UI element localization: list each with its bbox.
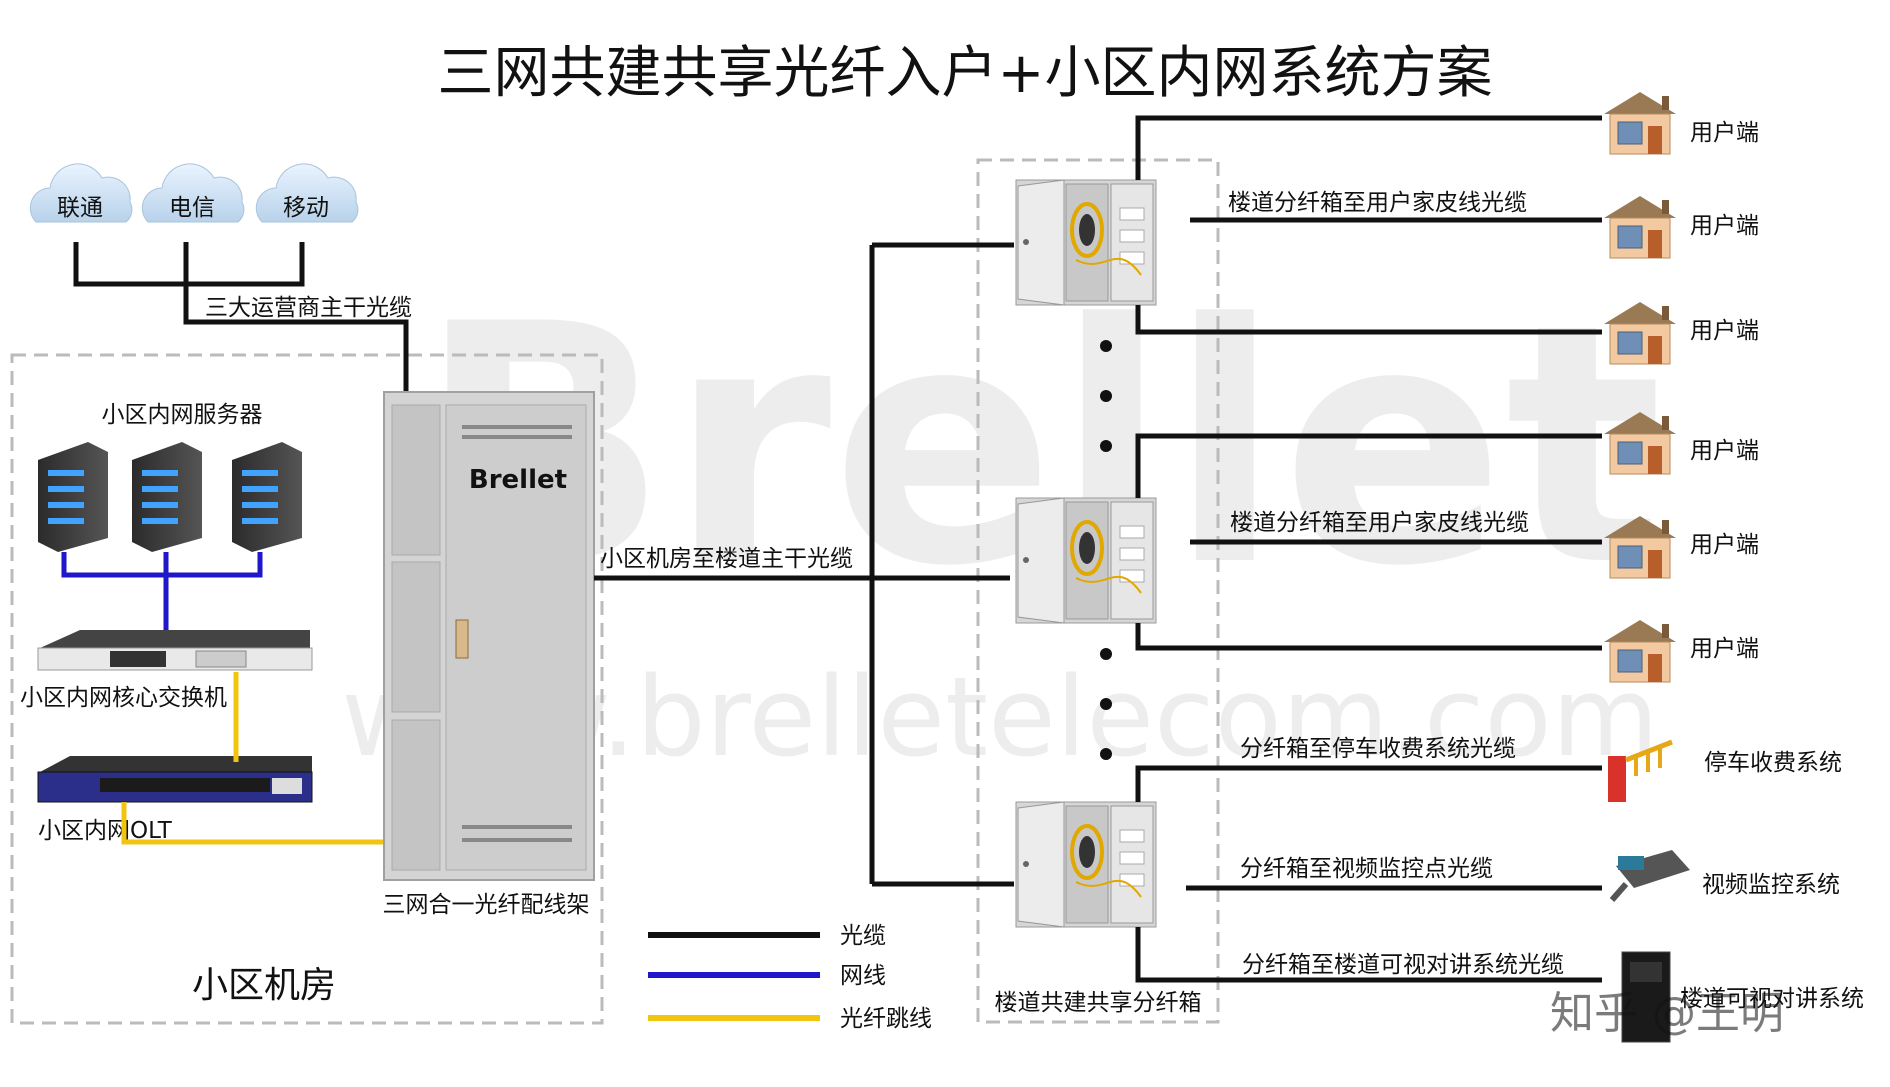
server-1 xyxy=(38,442,108,552)
trunk-cable-label: 三大运营商主干光缆 xyxy=(205,295,412,321)
drop-cable-label-2: 楼道分纤箱至用户家皮线光缆 xyxy=(1230,510,1529,536)
video-system-label: 视频监控系统 xyxy=(1702,872,1840,898)
splitter-box-3 xyxy=(1014,800,1158,929)
operator-label: 移动 xyxy=(283,195,329,221)
user-endpoint-2: 用户端 xyxy=(1603,195,1759,259)
server-2 xyxy=(132,442,202,552)
server-ethernet-links xyxy=(61,552,263,645)
parking-system-label: 停车收费系统 xyxy=(1704,750,1842,776)
user-endpoint-3: 用户端 xyxy=(1603,301,1759,365)
operator-label: 电信 xyxy=(169,195,215,221)
user-endpoint-4: 用户端 xyxy=(1603,411,1759,475)
user-label: 用户端 xyxy=(1690,532,1759,558)
page-title: 三网共建共享光纤入户+小区内网系统方案 xyxy=(438,41,1493,106)
operator-trunk-cables xyxy=(73,242,409,392)
intercom-cable-label: 分纤箱至楼道可视对讲系统光缆 xyxy=(1242,952,1564,978)
odf-label: 三网合一光纤配线架 xyxy=(383,892,590,918)
user-endpoint-5: 用户端 xyxy=(1603,515,1759,579)
legend-fiber-label: 光缆 xyxy=(840,923,886,949)
operator-cloud-unicom: 联通 xyxy=(29,163,133,223)
parking-cable-label: 分纤箱至停车收费系统光缆 xyxy=(1240,736,1516,762)
splitter-box-1 xyxy=(1014,178,1158,307)
machine-room-label: 小区机房 xyxy=(192,965,336,1006)
operator-label: 联通 xyxy=(57,195,103,221)
splitter-box-2 xyxy=(1014,496,1158,625)
splitter-box-label: 楼道共建共享分纤箱 xyxy=(995,990,1202,1016)
intercom-system-label: 楼道可视对讲系统 xyxy=(1680,986,1864,1012)
olt-device xyxy=(37,756,313,803)
user-label: 用户端 xyxy=(1690,213,1759,239)
server-3 xyxy=(232,442,302,552)
user-label: 用户端 xyxy=(1690,318,1759,344)
credit-watermark: 知乎 @王明 xyxy=(1550,988,1784,1039)
machine-room-boundary xyxy=(10,353,604,1025)
legend: 光缆 网线 光纤跳线 xyxy=(648,923,932,1032)
intercom-icon xyxy=(1621,951,1671,1043)
corridor-trunk-cables xyxy=(594,242,1014,887)
patch-cords xyxy=(121,672,384,845)
parking-barrier-icon xyxy=(1608,739,1673,802)
video-cable-label: 分纤箱至视频监控点光缆 xyxy=(1240,856,1493,882)
legend-ethernet-label: 网线 xyxy=(840,963,886,989)
odf-cabinet: Brellet xyxy=(383,391,595,881)
continuation-dots xyxy=(1100,340,1112,760)
user-endpoint-6: 用户端 xyxy=(1603,619,1759,683)
legend-patch-label: 光纤跳线 xyxy=(840,1006,932,1032)
core-switch-label: 小区内网核心交换机 xyxy=(20,685,227,711)
camera-icon xyxy=(1609,850,1690,902)
servers-label: 小区内网服务器 xyxy=(102,402,263,428)
operator-cloud-mobile: 移动 xyxy=(255,163,359,223)
drop-cable-label-1: 楼道分纤箱至用户家皮线光缆 xyxy=(1228,190,1527,216)
user-label: 用户端 xyxy=(1690,636,1759,662)
odf-brand: Brellet xyxy=(469,465,567,495)
splitter-region-boundary xyxy=(976,158,1220,1024)
room-to-corridor-label: 小区机房至楼道主干光缆 xyxy=(600,546,853,572)
user-endpoint-1: 用户端 xyxy=(1603,91,1759,155)
user-drop-cables xyxy=(1135,115,1602,983)
operator-cloud-telecom: 电信 xyxy=(141,163,245,223)
core-switch xyxy=(37,630,313,671)
user-label: 用户端 xyxy=(1690,438,1759,464)
user-label: 用户端 xyxy=(1690,120,1759,146)
